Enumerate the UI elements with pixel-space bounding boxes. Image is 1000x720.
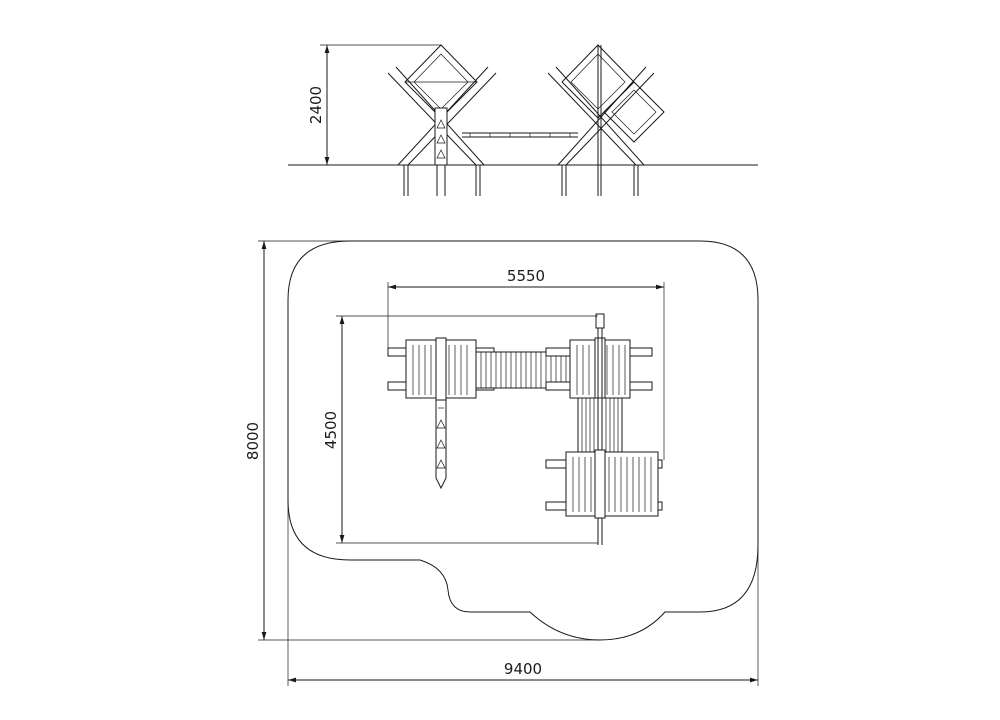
elevation-view: 2400 [288,44,758,196]
inner-width-label: 5550 [507,267,545,285]
safety-zone-outline [287,240,759,641]
inner-depth-label: 4500 [322,411,340,449]
tower-plan-left [387,337,495,490]
plan-view: 5550 4500 8000 9400 [244,240,759,686]
bridge-elevation [462,132,578,138]
zone-width-label: 9400 [504,660,542,678]
zone-depth-dimension: 8000 [244,240,600,641]
right-tower-elevation [547,44,665,196]
zone-width-dimension: 9400 [287,500,759,686]
inner-depth-dimension: 4500 [322,315,598,544]
height-dimension: 2400 [307,44,441,165]
tower-plan-lower [545,449,663,519]
tower-plan-right [545,337,653,401]
height-label: 2400 [307,86,325,124]
zone-depth-label: 8000 [244,422,262,460]
net-connector-plan [577,397,623,457]
left-tower-elevation [387,44,497,196]
inner-width-dimension: 5550 [387,267,665,460]
